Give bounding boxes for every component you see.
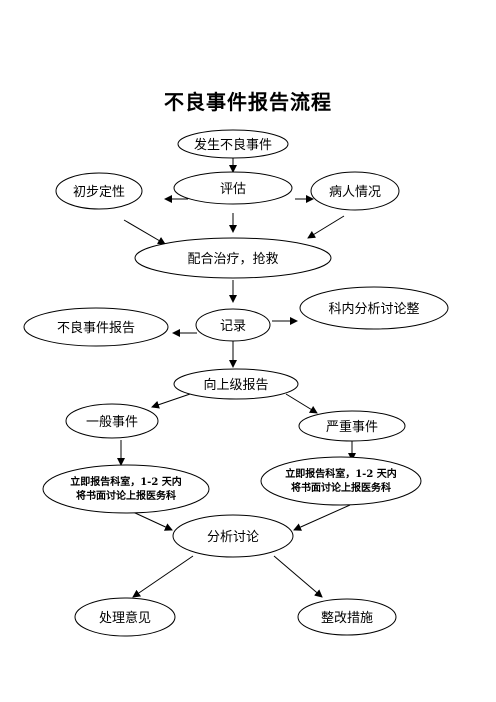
node-handle-label: 处理意见: [99, 610, 151, 626]
node-occur: 发生不良事件: [177, 129, 289, 159]
arrow-discuss-handle: [132, 555, 194, 598]
node-general-label: 一般事件: [86, 414, 138, 430]
node-upward: 向上级报告: [173, 368, 299, 400]
node-record: 记录: [195, 308, 271, 342]
node-rectify-label: 整改措施: [321, 611, 373, 626]
arrow-sreport-discuss: [293, 504, 351, 531]
arrow-greport-discuss: [132, 511, 173, 531]
node-report: 不良事件报告: [23, 307, 169, 347]
node-rectify: 整改措施: [297, 598, 397, 636]
node-preliminary: 初步定性: [55, 172, 143, 210]
node-serious-report: 立即报告科室，1-2 天内 将书面讨论上报医务科: [260, 456, 422, 506]
arrow-upward-general: [151, 392, 194, 409]
node-serious-report-line1: 立即报告科室，1-2 天内: [285, 467, 397, 480]
node-patient: 病人情况: [310, 171, 400, 211]
node-report-label: 不良事件报告: [57, 320, 135, 336]
node-occur-label: 发生不良事件: [194, 137, 272, 153]
arrow-upward-serious: [285, 393, 318, 414]
node-general: 一般事件: [65, 403, 159, 439]
node-record-label: 记录: [220, 319, 246, 334]
arrow-preliminary-treat: [123, 219, 166, 245]
node-treat: 配合治疗，抢救: [134, 237, 332, 279]
node-upward-label: 向上级报告: [203, 377, 268, 393]
node-patient-label: 病人情况: [329, 185, 381, 200]
node-serious: 严重事件: [298, 410, 406, 442]
page-title: 不良事件报告流程: [164, 90, 332, 114]
node-general-report-line2: 将书面讨论上报医务科: [76, 489, 176, 502]
node-treat-label: 配合治疗，抢救: [187, 251, 278, 267]
connectors: [117, 158, 356, 598]
node-dept-analysis-label: 科内分析讨论整: [328, 301, 419, 317]
node-preliminary-label: 初步定性: [73, 185, 125, 200]
node-dept-analysis: 科内分析讨论整: [299, 286, 449, 330]
node-discuss-label: 分析讨论: [207, 530, 259, 545]
node-assess-label: 评估: [220, 182, 246, 197]
node-general-report: 立即报告科室，1-2 天内 将书面讨论上报医务科: [42, 464, 210, 514]
node-assess: 评估: [173, 171, 293, 205]
node-serious-label: 严重事件: [326, 419, 378, 435]
arrow-patient-treat: [307, 215, 345, 239]
node-general-report-line1: 立即报告科室，1-2 天内: [70, 475, 182, 488]
node-serious-report-line2: 将书面讨论上报医务科: [291, 481, 391, 494]
arrow-discuss-rectify: [273, 555, 323, 598]
node-handle: 处理意见: [74, 597, 176, 637]
node-discuss: 分析讨论: [172, 514, 294, 558]
